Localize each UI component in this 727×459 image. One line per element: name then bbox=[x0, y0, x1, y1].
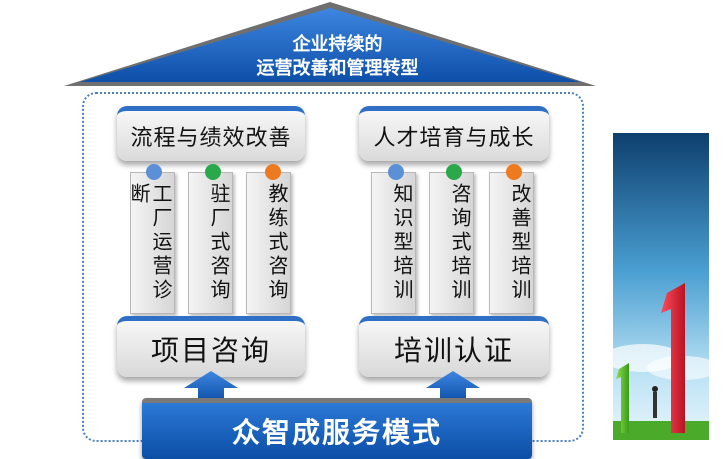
pillar-header-talent: 人才培育与成长 bbox=[359, 106, 549, 161]
card-label: 驻厂式咨询 bbox=[207, 183, 231, 303]
card-label: 教练式咨询 bbox=[265, 183, 289, 303]
card-onsite-consulting: 驻厂式咨询 bbox=[188, 172, 233, 314]
card-label: 咨询式培训 bbox=[448, 183, 472, 303]
roof-title-line2: 运营改善和管理转型 bbox=[256, 58, 419, 79]
base-training-certification: 培训认证 bbox=[359, 316, 549, 377]
foundation-bar: 众智成服务模式 bbox=[142, 398, 532, 459]
card-improvement-training: 改善型培训 bbox=[489, 172, 534, 314]
decorative-growth-image bbox=[613, 133, 709, 440]
card-label: 改善型培训 bbox=[508, 183, 532, 303]
pillar-header-process: 流程与绩效改善 bbox=[117, 106, 305, 161]
up-arrow-icon bbox=[184, 371, 238, 403]
base-project-consulting: 项目咨询 bbox=[117, 316, 305, 377]
card-label: 工厂运营诊断 bbox=[127, 183, 173, 303]
bullet-dot-icon bbox=[146, 164, 162, 180]
card-label: 知识型培训 bbox=[390, 183, 414, 303]
bullet-dot-icon bbox=[388, 164, 404, 180]
card-factory-diagnosis: 工厂运营诊断 bbox=[127, 172, 175, 314]
bullet-dot-icon bbox=[506, 164, 522, 180]
card-coaching-consulting: 教练式咨询 bbox=[246, 172, 291, 314]
roof-title-line1: 企业持续的 bbox=[292, 34, 383, 55]
card-knowledge-training: 知识型培训 bbox=[371, 172, 416, 314]
up-arrow-icon bbox=[426, 371, 480, 403]
roof-triangle bbox=[64, 2, 596, 86]
bullet-dot-icon bbox=[265, 164, 281, 180]
bullet-dot-icon bbox=[205, 164, 221, 180]
bullet-dot-icon bbox=[446, 164, 462, 180]
card-consulting-training: 咨询式培训 bbox=[429, 172, 474, 314]
